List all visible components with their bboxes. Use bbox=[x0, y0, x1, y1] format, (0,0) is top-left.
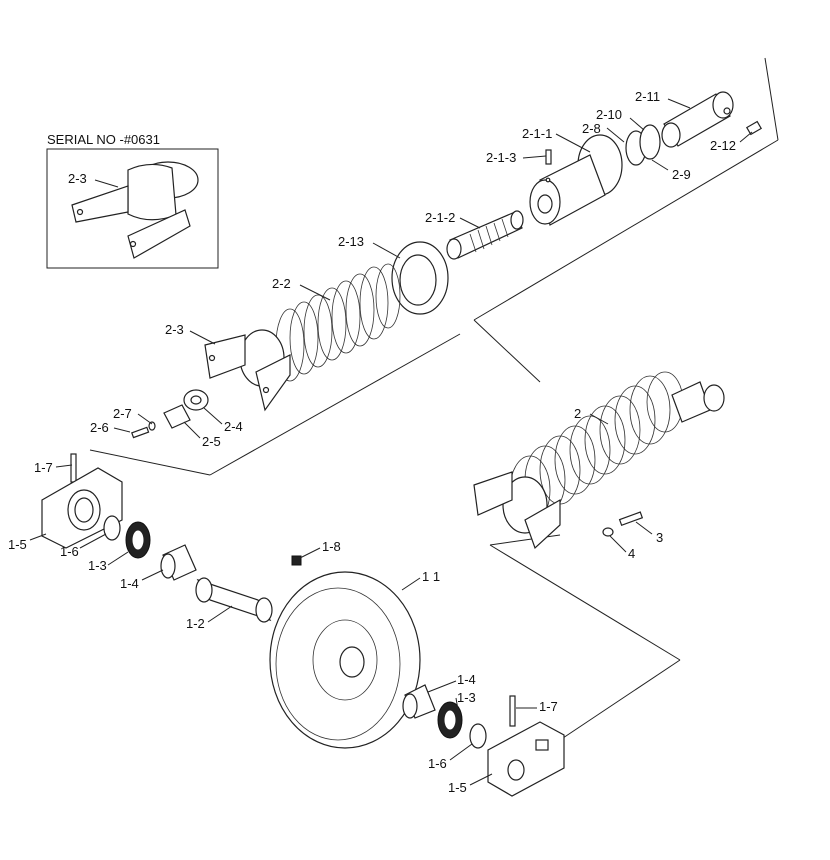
part-2-12-bolt bbox=[745, 120, 763, 136]
part-4-washer bbox=[602, 527, 614, 537]
label-2-4: 2-4 bbox=[224, 419, 243, 434]
part-1-4-bushing-left bbox=[160, 544, 197, 581]
part-2-13-ring bbox=[391, 241, 449, 315]
part-1-6-oring-right bbox=[469, 723, 487, 749]
serial-inset: SERIAL NO -#0631 2-3 bbox=[46, 132, 219, 269]
part-1-3-seal-right bbox=[437, 701, 463, 739]
label-1-5-right: 1-5 bbox=[448, 780, 467, 795]
label-2-7: 2-7 bbox=[113, 406, 132, 421]
inset-serial-label: SERIAL NO -#0631 bbox=[47, 132, 160, 147]
part-2-2-spring bbox=[275, 263, 401, 382]
leader-lines bbox=[29, 98, 753, 786]
label-1-5-left: 1-5 bbox=[8, 537, 27, 552]
part-2-5-plate bbox=[163, 404, 191, 429]
label-2-11: 2-11 bbox=[635, 89, 660, 104]
label-2-8: 2-8 bbox=[582, 121, 601, 136]
label-1-7-left: 1-7 bbox=[34, 460, 53, 475]
label-2-9: 2-9 bbox=[672, 167, 691, 182]
label-1-8: 1-8 bbox=[322, 539, 341, 554]
part-2-1-2-rod bbox=[446, 210, 524, 260]
label-2-13: 2-13 bbox=[338, 234, 364, 249]
label-2-1-1: 2-1-1 bbox=[522, 126, 552, 141]
part-2-3-bracket bbox=[204, 329, 291, 412]
label-2-10: 2-10 bbox=[596, 107, 622, 122]
label-1-3-right: 1-3 bbox=[457, 690, 476, 705]
label-2-3: 2-3 bbox=[165, 322, 184, 337]
label-2: 2 bbox=[574, 406, 581, 421]
part-1-3-seal-left bbox=[125, 521, 151, 559]
part-2-7-washer bbox=[148, 421, 156, 431]
part-3-bolt bbox=[618, 511, 644, 527]
label-2-12: 2-12 bbox=[710, 138, 736, 153]
label-1-1: 1 1 bbox=[422, 569, 440, 584]
label-1-4-right: 1-4 bbox=[457, 672, 476, 687]
part-1-5-bearing-right bbox=[487, 721, 565, 797]
label-1-7-right: 1-7 bbox=[539, 699, 558, 714]
label-1-2: 1-2 bbox=[186, 616, 205, 631]
part-2-1-3-pin bbox=[545, 149, 552, 165]
label-2-5: 2-5 bbox=[202, 434, 221, 449]
label-1-6-right: 1-6 bbox=[428, 756, 447, 771]
label-2-2: 2-2 bbox=[272, 276, 291, 291]
part-1-7-pin-left bbox=[70, 453, 77, 483]
part-1-4-bushing-right bbox=[402, 684, 436, 719]
label-1-4-left: 1-4 bbox=[120, 576, 139, 591]
inset-frame bbox=[46, 148, 219, 269]
part-2-6-bolt bbox=[131, 426, 150, 439]
part-labels: 2-11 2-10 2-8 2-1-1 2-1-3 2-9 2-12 2-1-2… bbox=[8, 89, 736, 795]
label-3: 3 bbox=[656, 530, 663, 545]
part-2-11-pin bbox=[661, 91, 734, 148]
part-1-6-oring-left bbox=[103, 515, 121, 541]
label-2-1-3: 2-1-3 bbox=[486, 150, 516, 165]
part-2-4-nut bbox=[183, 389, 209, 411]
part-2-1-1-housing bbox=[529, 134, 623, 226]
part-1-5-bearing-left bbox=[41, 467, 123, 549]
part-1-1-idler-wheel bbox=[269, 571, 421, 749]
label-1-6-left: 1-6 bbox=[60, 544, 79, 559]
guide-lines bbox=[89, 57, 779, 741]
inset-part-label: 2-3 bbox=[68, 171, 87, 186]
label-1-3-left: 1-3 bbox=[88, 558, 107, 573]
part-1-7-pin-right bbox=[509, 695, 516, 727]
part-2-assembly bbox=[473, 371, 725, 550]
label-2-1-2: 2-1-2 bbox=[425, 210, 455, 225]
label-2-6: 2-6 bbox=[90, 420, 109, 435]
part-1-2-shaft bbox=[195, 577, 273, 623]
part-2-8-2-10-rings bbox=[625, 124, 661, 166]
part-1-8-plug bbox=[291, 555, 302, 566]
inset-bracket-part bbox=[71, 161, 199, 259]
label-4: 4 bbox=[628, 546, 635, 561]
